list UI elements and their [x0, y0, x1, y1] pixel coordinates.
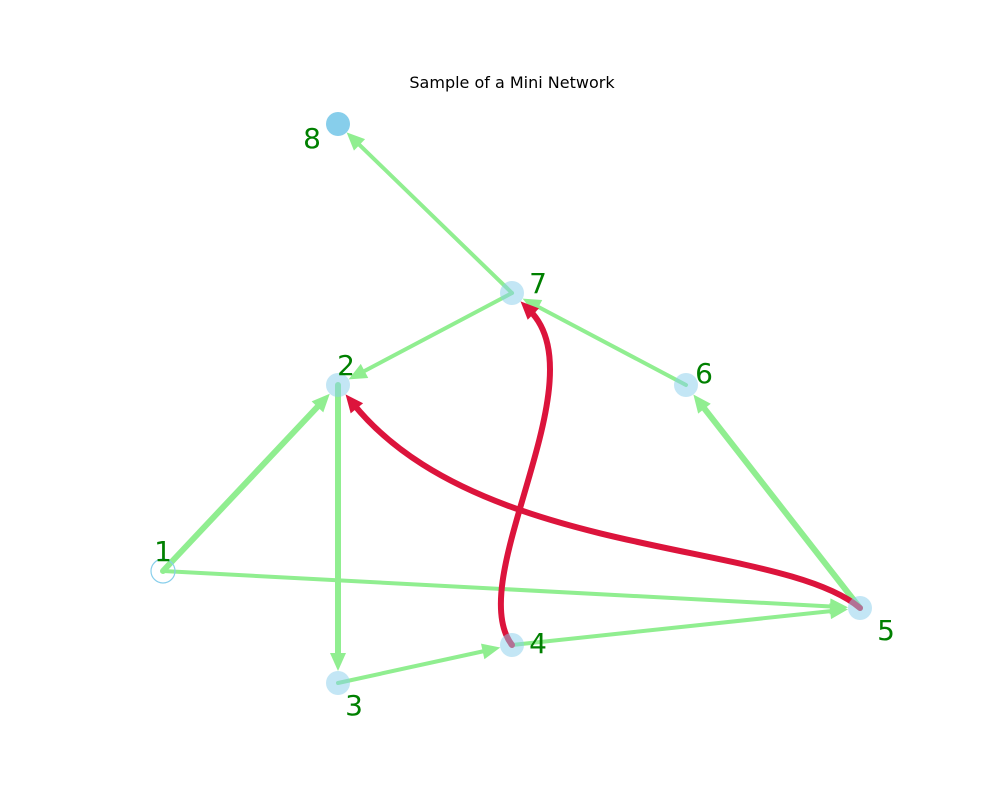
node-7: [500, 281, 524, 305]
edge-line: [497, 307, 553, 648]
edge-line: [531, 302, 688, 387]
labels-layer: 1 2 3 4 5 6 7 8: [154, 122, 895, 722]
edge-line: [510, 608, 838, 647]
node-label-8: 8: [303, 122, 321, 155]
edge-5-2: [345, 394, 863, 611]
edge-line: [160, 399, 325, 574]
node-4: [500, 633, 524, 657]
node-label-1: 1: [154, 535, 172, 568]
node-label-3: 3: [345, 689, 363, 722]
arrowhead-icon: [693, 394, 711, 414]
node-label-5: 5: [877, 614, 895, 647]
node-label-2: 2: [337, 349, 355, 382]
edge-4-7: [497, 301, 553, 648]
arrowhead-icon: [480, 643, 501, 660]
node-label-4: 4: [529, 627, 547, 660]
node-1: [150, 558, 176, 584]
edge-line: [353, 139, 514, 295]
edge-line: [357, 291, 514, 376]
node-6: [674, 373, 698, 397]
diagram-title: Sample of a Mini Network: [409, 73, 615, 92]
edge-7-8: [346, 132, 514, 295]
edges-layer: [160, 132, 863, 685]
node-label-7: 7: [529, 267, 547, 300]
edge-4-5: [510, 603, 849, 647]
node-5: [848, 596, 872, 620]
node-2: [326, 373, 350, 397]
arrowhead-icon: [520, 301, 539, 320]
edge-7-2: [348, 291, 514, 380]
arrowhead-icon: [829, 603, 849, 620]
arrowhead-icon: [348, 363, 369, 380]
edge-2-3: [330, 382, 346, 671]
arrowhead-icon: [346, 132, 366, 151]
edge-line: [350, 401, 863, 611]
edge-line: [698, 401, 863, 611]
arrowhead-icon: [345, 394, 364, 414]
node-3: [326, 671, 350, 695]
edge-5-6: [693, 394, 863, 611]
arrowhead-icon: [330, 653, 346, 671]
arrowhead-icon: [311, 393, 330, 413]
node-8: [326, 112, 350, 136]
edge-1-2: [160, 393, 330, 574]
edge-3-4: [336, 643, 501, 685]
node-label-6: 6: [695, 357, 713, 390]
nodes-layer: [150, 112, 872, 695]
edge-line: [336, 648, 490, 685]
